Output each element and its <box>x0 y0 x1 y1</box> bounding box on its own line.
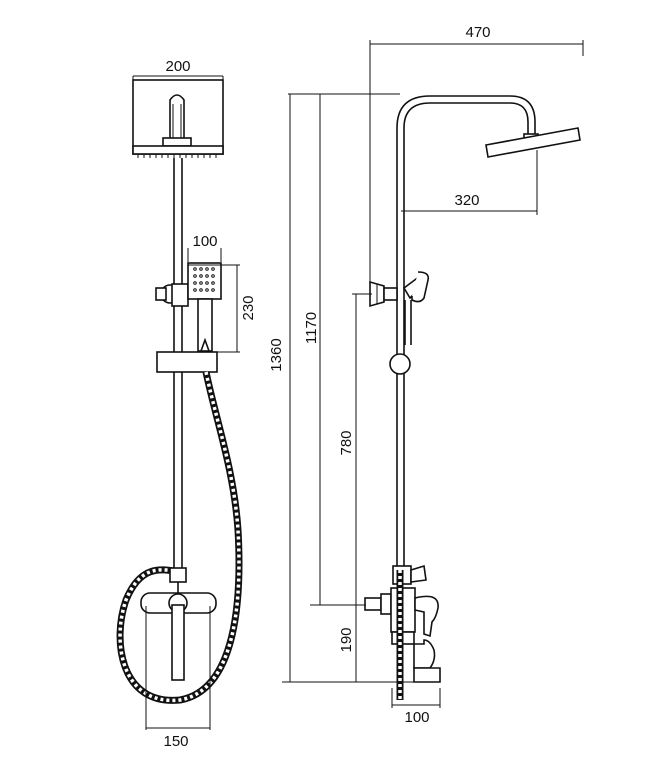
dim-mixer-width: 150 <box>163 733 188 750</box>
side-shower-arm <box>396 95 536 570</box>
front-rain-shower-head <box>132 79 224 158</box>
side-handshower-holder <box>369 280 398 308</box>
front-dimension-lines <box>132 75 240 730</box>
side-rain-shower-head <box>485 127 581 158</box>
dim-holder-height: 780 <box>338 430 355 455</box>
dim-total-height: 1360 <box>268 338 285 371</box>
front-handshower-holder <box>155 283 189 307</box>
front-view <box>116 79 243 704</box>
dim-handshower-width: 100 <box>192 233 217 250</box>
front-shower-hose <box>116 371 243 704</box>
front-diverter-joint <box>169 567 187 583</box>
dim-head-width: 200 <box>165 58 190 75</box>
side-view <box>364 95 581 700</box>
side-hand-shower <box>402 271 430 345</box>
dim-projection: 470 <box>465 24 490 41</box>
dim-spout-reach: 100 <box>404 709 429 726</box>
dim-handshower-height: 230 <box>240 295 257 320</box>
dim-spout-height: 190 <box>338 627 355 652</box>
front-slide-mount <box>156 351 218 373</box>
side-dimension-lines <box>282 40 584 708</box>
side-slide-knob <box>389 353 411 375</box>
dim-head-height: 1170 <box>303 312 320 344</box>
front-hand-shower <box>187 262 222 352</box>
front-mixer-valve <box>140 592 217 681</box>
dim-arm-reach: 320 <box>454 192 479 209</box>
